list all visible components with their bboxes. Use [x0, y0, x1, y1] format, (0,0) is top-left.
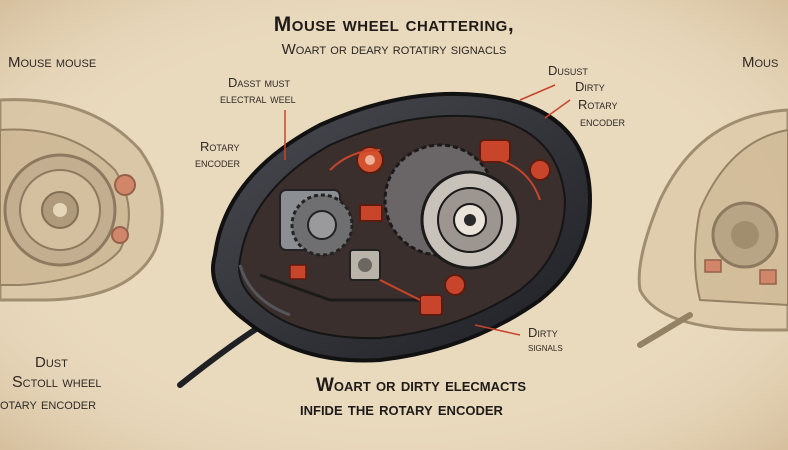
leader-lines	[284, 84, 571, 336]
caption-line-2: infide the rotary encoder	[300, 399, 503, 420]
page-subtitle: Woart or deary rotatiry signacls	[281, 41, 507, 58]
main-mouse-illustration	[177, 91, 593, 388]
label-rotary-encoder-bl: otary encoder	[0, 396, 97, 413]
label-left-top: Mouse mouse	[8, 54, 97, 71]
label-rotary-right: Rotary	[578, 97, 618, 112]
label-dust: Dust	[35, 354, 68, 371]
page-title: Mouse wheel chattering,	[273, 13, 515, 36]
label-encoder: encoder	[195, 155, 241, 170]
label-rotary: Rotary	[200, 139, 240, 154]
caption-line-1: Woart or dirty elecmacts	[316, 375, 526, 396]
left-mouse-illustration	[0, 98, 164, 302]
label-dusust: Dusust	[548, 63, 588, 78]
label-dirty-bottom: Dirty	[528, 325, 558, 340]
label-scroll-wheel: Sctoll wheel	[12, 374, 102, 391]
label-dirty: Dirty	[575, 79, 605, 94]
right-mouse-illustration	[637, 108, 788, 348]
label-dasst-must: Dasst must	[228, 75, 291, 90]
label-electral-weel: electral weel	[220, 91, 296, 106]
label-encoder-right: encoder	[580, 114, 626, 129]
label-right-top: Mous	[742, 54, 779, 71]
label-signals: signals	[528, 342, 563, 354]
